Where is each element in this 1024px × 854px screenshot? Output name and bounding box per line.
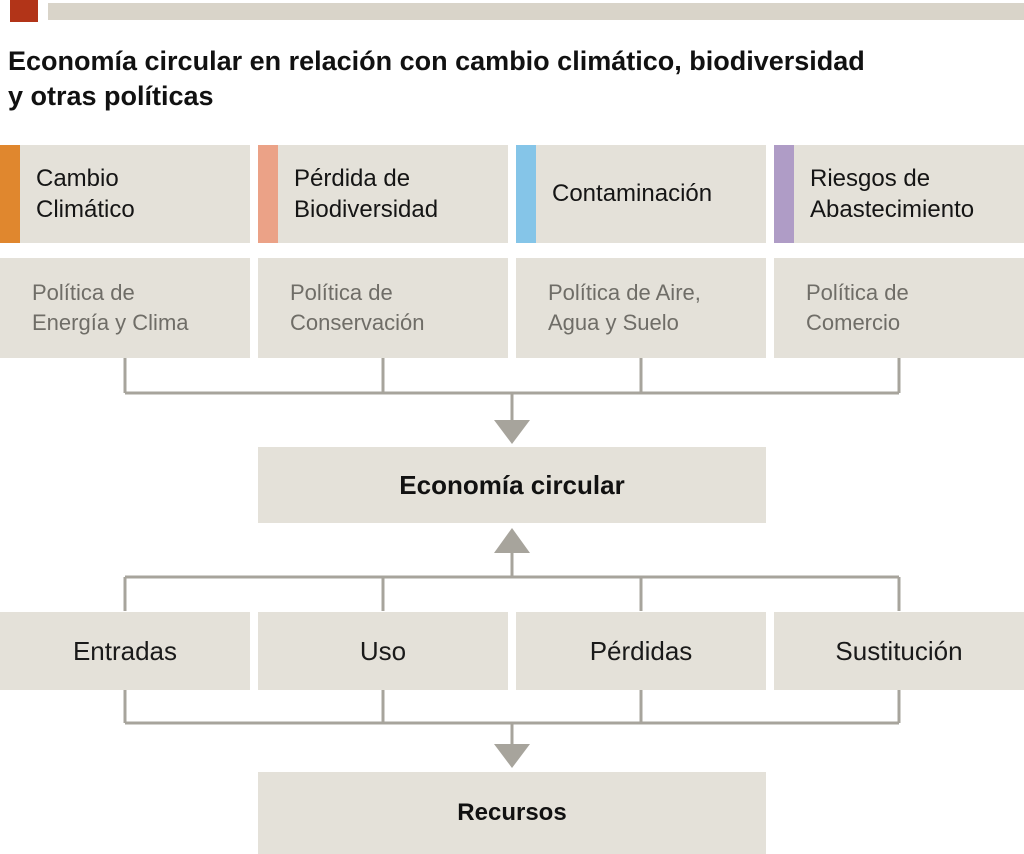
recursos-box: Recursos <box>258 772 766 854</box>
policy-card-conservacion: Política de Conservación <box>258 258 508 358</box>
pillar-card-cambio-climatico: Cambio Climático <box>0 145 250 243</box>
flow-box-entradas: Entradas <box>0 612 250 690</box>
brand-accent-square <box>10 0 38 22</box>
pillar-accent-bar <box>516 145 536 243</box>
pillar-card-riesgos-abastecimiento: Riesgos de Abastecimiento <box>774 145 1024 243</box>
pillar-label: Cambio Climático <box>36 164 135 223</box>
diagram-title: Economía circular en relación con cambio… <box>8 46 865 111</box>
policy-card-energia-clima: Política de Energía y Clima <box>0 258 250 358</box>
pillar-accent-bar <box>0 145 20 243</box>
policy-label: Política de Comercio <box>806 280 909 335</box>
pillar-accent-bar <box>774 145 794 243</box>
policy-label: Política de Conservación <box>290 280 425 335</box>
flow-box-sustitucion: Sustitución <box>774 612 1024 690</box>
flow-box-uso: Uso <box>258 612 508 690</box>
policy-label: Política de Aire, Agua y Suelo <box>548 280 701 335</box>
up-arrow-icon <box>494 528 530 553</box>
top-decorative-bar <box>48 3 1024 20</box>
policy-card-comercio: Política de Comercio <box>774 258 1024 358</box>
down-arrow-icon <box>494 420 530 444</box>
down-arrow-icon <box>494 744 530 768</box>
pillar-accent-bar <box>258 145 278 243</box>
policy-card-aire-agua-suelo: Política de Aire, Agua y Suelo <box>516 258 766 358</box>
pillar-label: Contaminación <box>552 180 713 208</box>
pillar-label: Pérdida de Biodiversidad <box>294 164 439 223</box>
flow-box-perdidas: Pérdidas <box>516 612 766 690</box>
pillar-card-perdida-biodiversidad: Pérdida de Biodiversidad <box>258 145 508 243</box>
economia-circular-box: Economía circular <box>258 447 766 523</box>
pillar-label: Riesgos de Abastecimiento <box>810 164 975 223</box>
policy-label: Política de Energía y Clima <box>32 280 189 335</box>
pillar-card-contaminacion: Contaminación <box>516 145 766 243</box>
